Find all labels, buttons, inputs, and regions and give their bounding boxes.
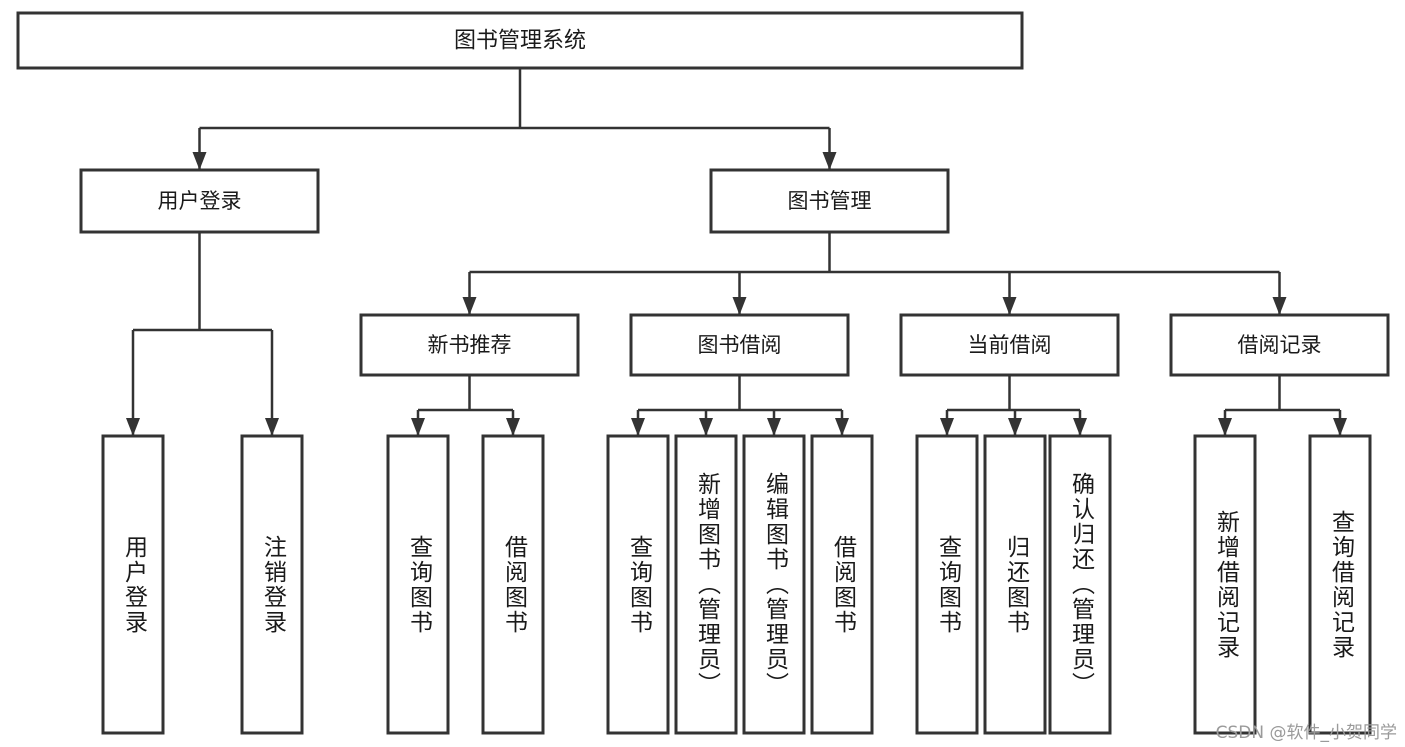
arrow-head-icon bbox=[767, 418, 781, 436]
node-box-leaf-query-book-1[interactable] bbox=[386, 434, 450, 735]
arrow-head-icon bbox=[265, 418, 279, 436]
node-box-leaf-query-record[interactable] bbox=[1308, 434, 1372, 735]
node-box-leaf-user-login[interactable] bbox=[101, 434, 165, 735]
node-label-book-borrow: 图书借阅 bbox=[698, 333, 782, 357]
node-label-book-management: 图书管理 bbox=[788, 189, 872, 213]
node-box-book-management[interactable] bbox=[709, 168, 950, 234]
node-box-leaf-logout[interactable] bbox=[240, 434, 304, 735]
node-box-borrow-record[interactable] bbox=[1169, 313, 1390, 377]
node-boxes bbox=[16, 11, 1390, 735]
node-box-root[interactable] bbox=[16, 11, 1024, 70]
arrow-head-icon bbox=[732, 297, 747, 315]
node-box-leaf-confirm-return[interactable] bbox=[1048, 434, 1112, 735]
node-box-leaf-borrow-book-2[interactable] bbox=[810, 434, 874, 735]
node-box-leaf-add-book[interactable] bbox=[674, 434, 738, 735]
node-box-leaf-return-book[interactable] bbox=[983, 434, 1047, 735]
node-box-leaf-borrow-book-1[interactable] bbox=[481, 434, 545, 735]
node-box-leaf-query-book-3[interactable] bbox=[915, 434, 979, 735]
node-box-current-borrow[interactable] bbox=[899, 313, 1120, 377]
arrow-head-icon bbox=[411, 418, 425, 436]
node-label-root: 图书管理系统 bbox=[454, 29, 586, 54]
arrow-head-icon bbox=[126, 418, 140, 436]
connector-lines bbox=[126, 68, 1347, 436]
arrow-head-icon bbox=[1333, 418, 1347, 436]
arrow-head-icon bbox=[462, 297, 477, 315]
node-label-user-login: 用户登录 bbox=[158, 189, 242, 213]
node-box-book-borrow[interactable] bbox=[629, 313, 850, 377]
arrow-head-icon bbox=[1218, 418, 1232, 436]
node-box-user-login[interactable] bbox=[79, 168, 320, 234]
arrow-head-icon bbox=[631, 418, 645, 436]
node-box-leaf-add-record[interactable] bbox=[1193, 434, 1257, 735]
arrow-head-icon bbox=[1002, 297, 1017, 315]
arrow-head-icon bbox=[699, 418, 713, 436]
arrow-head-icon bbox=[192, 152, 207, 170]
arrow-head-icon bbox=[506, 418, 520, 436]
node-label-borrow-record: 借阅记录 bbox=[1238, 333, 1322, 357]
node-box-leaf-query-book-2[interactable] bbox=[606, 434, 670, 735]
arrow-head-icon bbox=[822, 152, 837, 170]
arrow-head-icon bbox=[1008, 418, 1022, 436]
arrow-head-icon bbox=[940, 418, 954, 436]
arrow-head-icon bbox=[1272, 297, 1287, 315]
arrow-head-icon bbox=[835, 418, 849, 436]
node-label-new-book-recommend: 新书推荐 bbox=[428, 333, 512, 357]
node-box-new-book-recommend[interactable] bbox=[359, 313, 580, 377]
arrow-head-icon bbox=[1073, 418, 1087, 436]
node-label-current-borrow: 当前借阅 bbox=[968, 333, 1052, 357]
node-box-leaf-edit-book[interactable] bbox=[742, 434, 806, 735]
